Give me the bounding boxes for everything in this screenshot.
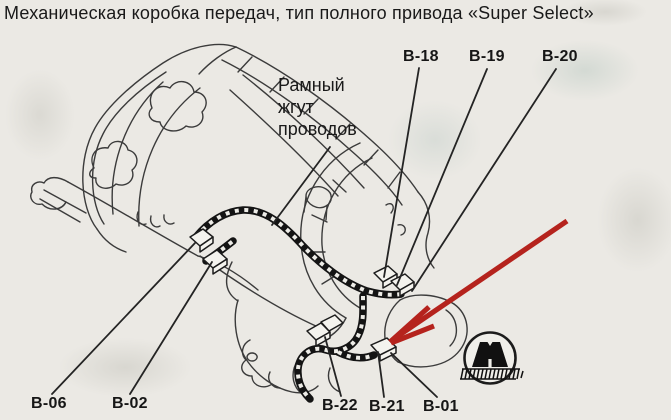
leader-b01 [390,352,438,398]
connector-b21 [320,314,344,332]
leader-b21 [377,351,385,398]
leader-b18 [383,67,420,278]
highlight-arrow [388,218,569,346]
leader-b06 [51,242,196,395]
label-connector-b18: B-18 [403,48,439,65]
connector-b02 [202,249,228,275]
label-connector-b01: B-01 [423,398,459,415]
harness-label: Рамный жгут проводов [278,75,357,139]
leader-b19 [396,68,488,286]
leader-harness [271,146,331,226]
connector-b01 [370,337,397,362]
label-connector-b22: B-22 [322,397,358,414]
label-connector-b19: B-19 [469,48,505,65]
label-connector-b21: B-21 [369,398,405,415]
transmission-drawing [30,43,468,395]
label-connector-b02: B-02 [112,395,148,412]
label-connector-b20: B-20 [542,48,578,65]
publisher-logo-icon [460,331,524,385]
connector-blocks [189,228,415,362]
connector-b18 [373,265,398,289]
leader-b22 [324,336,342,397]
connector-b22 [306,322,331,347]
leader-b02 [129,261,213,395]
wiring-harness [192,206,405,403]
leader-b20 [411,68,557,292]
label-connector-b06: B-06 [31,395,67,412]
leader-lines [51,67,557,398]
connector-b06 [189,228,214,253]
page-title: Механическая коробка передач, тип полног… [4,3,594,23]
